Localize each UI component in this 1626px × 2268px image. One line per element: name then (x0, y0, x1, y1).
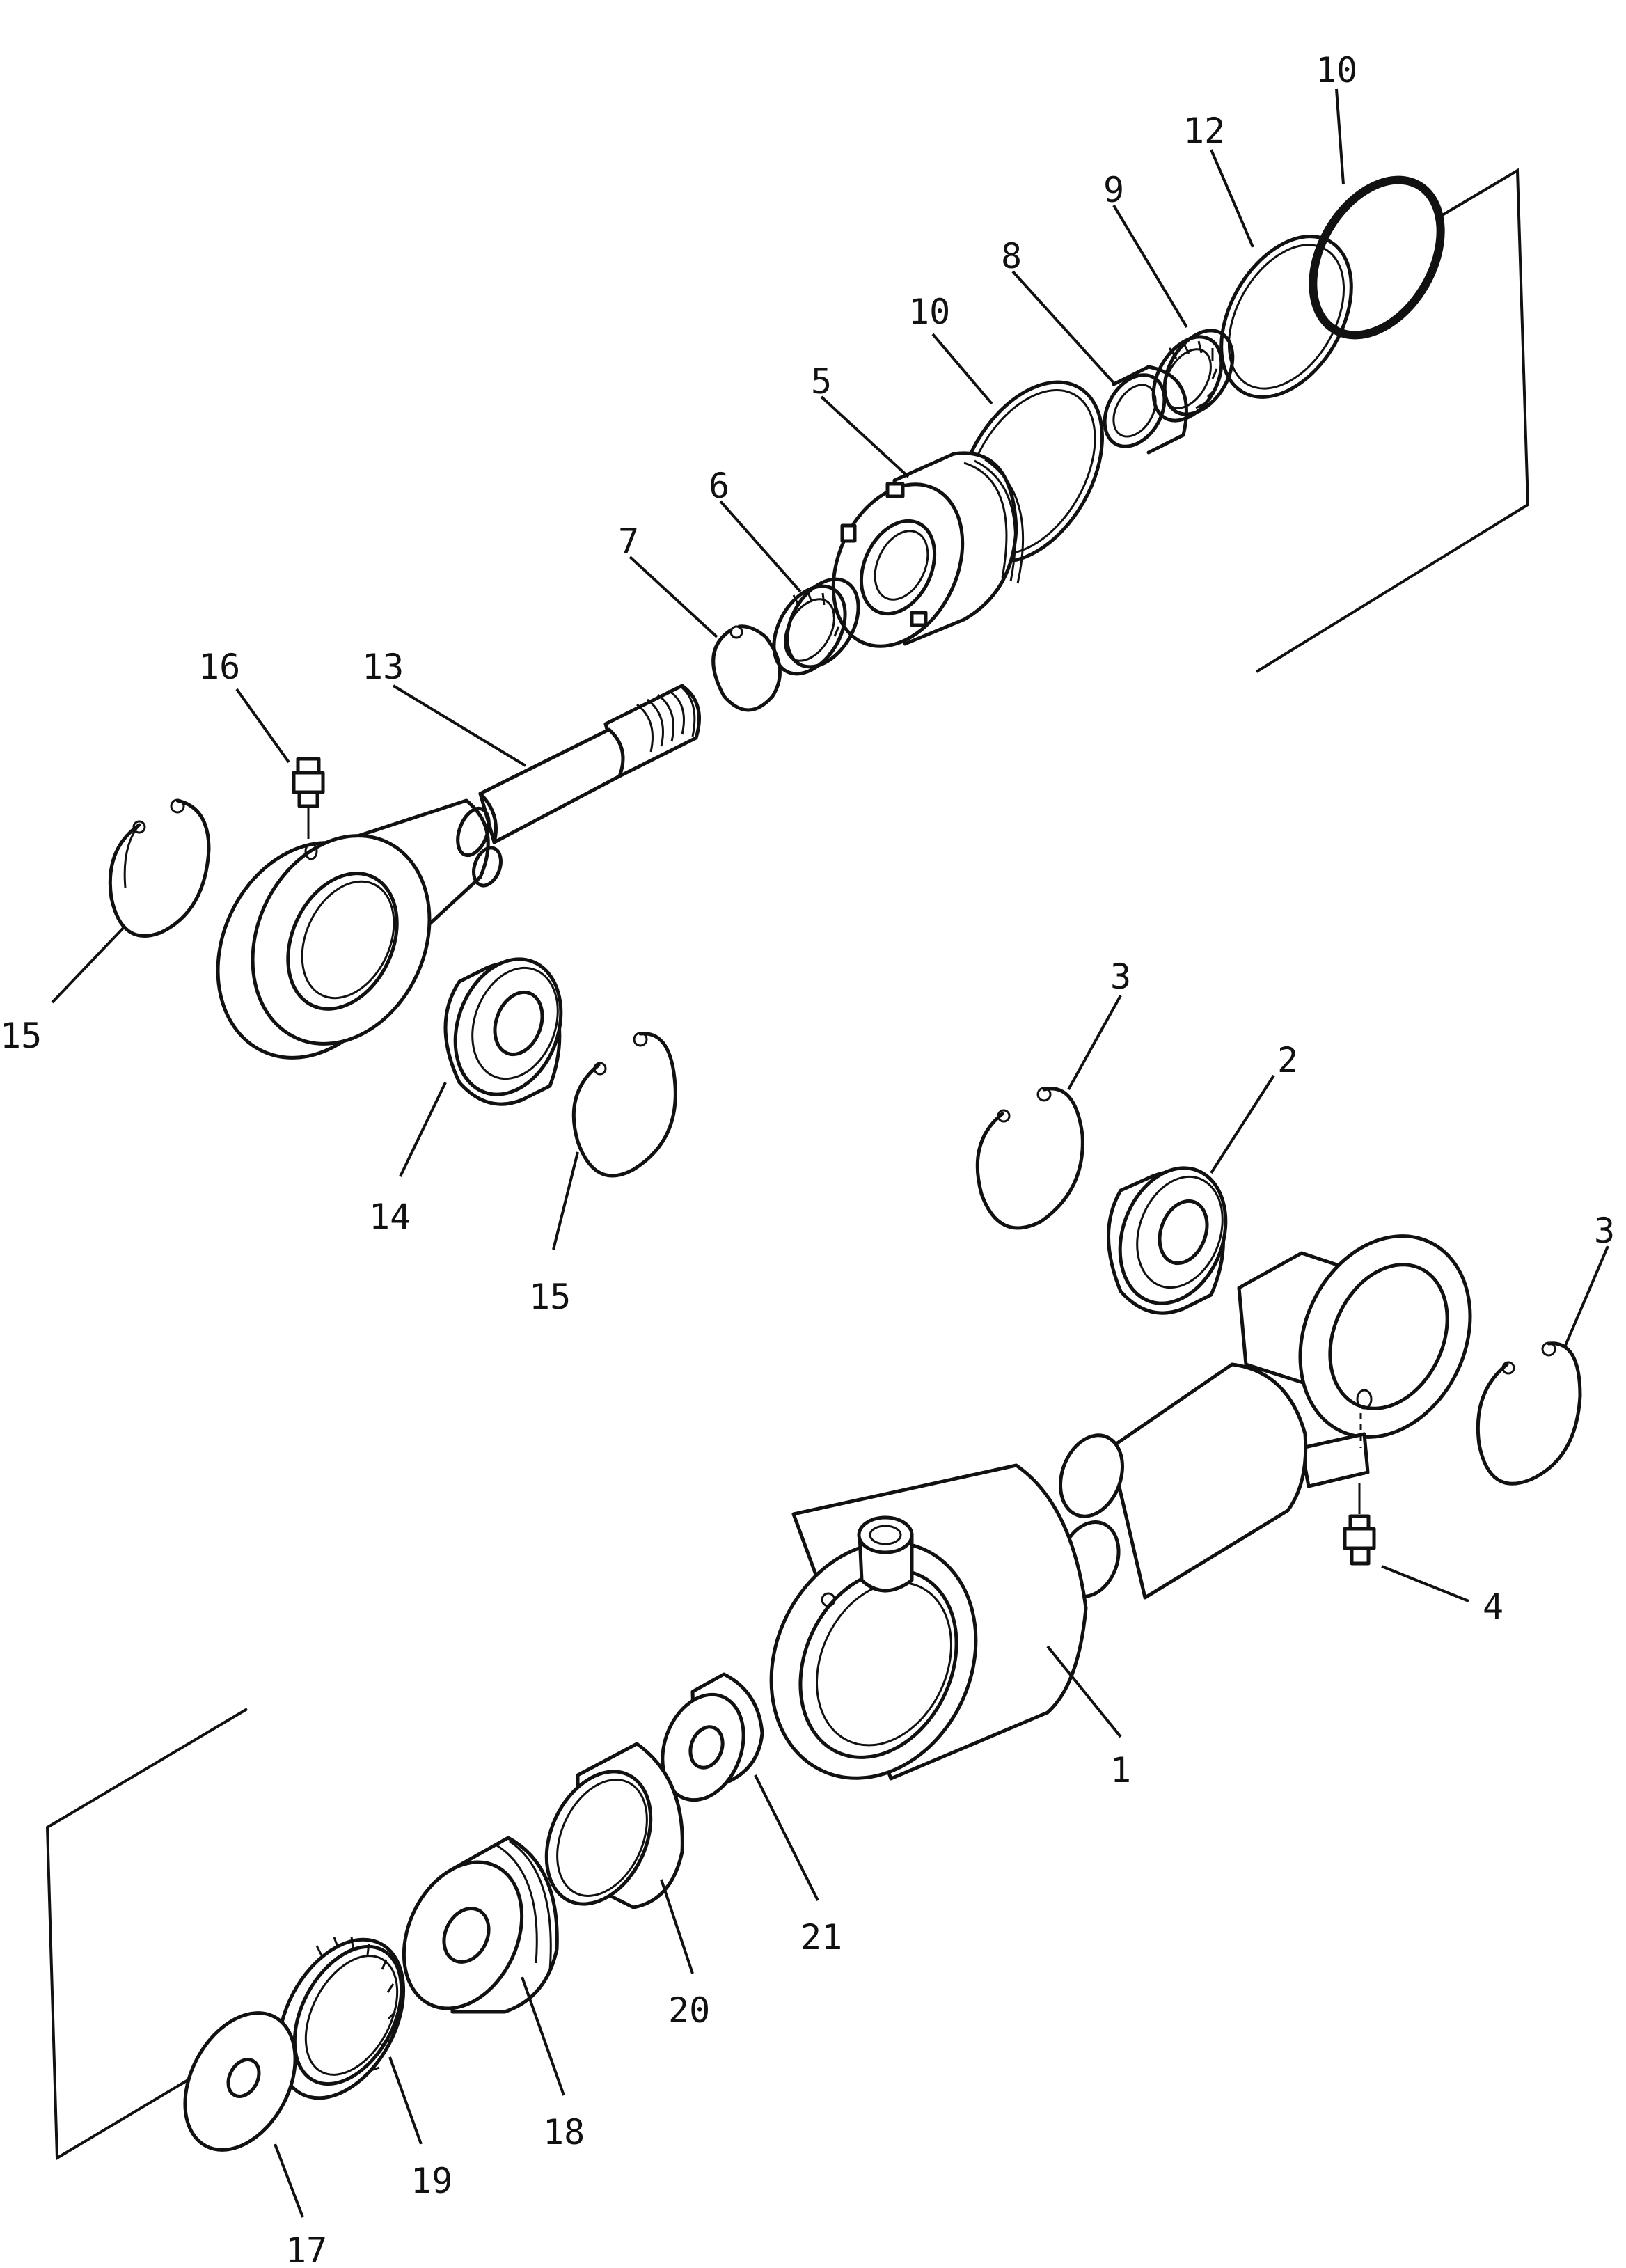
label-10: 10 (908, 292, 950, 332)
ring-12 (1220, 235, 1353, 399)
nut-21 (661, 1672, 764, 1802)
snap-ring-3a (975, 1087, 1084, 1230)
snap-ring-7 (711, 624, 782, 712)
o-ring-11 (1309, 175, 1445, 340)
piston-rod-13 (216, 684, 701, 1060)
label-5: 5 (811, 361, 832, 402)
upper-bracket-line (1255, 168, 1530, 673)
label-17: 17 (285, 2230, 327, 2268)
spherical-bushing-14 (443, 957, 563, 1106)
label-16: 16 (198, 647, 240, 687)
label-20: 20 (668, 1990, 710, 2031)
piston-packing-19 (276, 1936, 406, 2100)
label-18: 18 (543, 2112, 585, 2152)
label-19: 19 (411, 2161, 452, 2201)
leader-lines (51, 88, 1609, 2218)
label-21: 21 (800, 1917, 842, 1958)
snap-ring-3b (1476, 1341, 1582, 1486)
cylinder-tube-1 (769, 1234, 1472, 1781)
bushing-8 (1103, 365, 1188, 455)
spherical-bushing-2 (1107, 1166, 1228, 1315)
label-2: 2 (1277, 1040, 1298, 1080)
packing-6 (772, 577, 860, 676)
label-15b: 15 (529, 1277, 571, 1317)
snap-ring-15a (108, 798, 211, 938)
packing-9 (1151, 329, 1235, 423)
label-4: 4 (1483, 1586, 1503, 1627)
label-3b: 3 (1594, 1211, 1615, 1251)
label-7: 7 (618, 521, 639, 562)
label-14: 14 (369, 1197, 411, 1237)
cylinder-head-5 (831, 451, 1025, 648)
lower-bracket-line (45, 1708, 248, 2161)
washer-17 (183, 2011, 297, 2152)
label-12: 12 (1183, 111, 1225, 151)
label-1: 1 (1110, 1750, 1131, 1790)
label-6: 6 (709, 466, 729, 506)
label-11: 10 (1316, 50, 1357, 90)
grease-fitting-16 (292, 757, 325, 839)
label-3a: 3 (1110, 956, 1131, 997)
label-15a: 15 (0, 1016, 42, 1056)
label-13: 13 (362, 647, 404, 687)
snap-ring-15b (571, 1032, 677, 1178)
part-labels: 10 12 9 8 10 5 6 7 13 16 15 14 15 3 2 3 … (0, 50, 1615, 2268)
piston-18 (402, 1836, 559, 2014)
label-8: 8 (1001, 236, 1022, 276)
label-9: 9 (1103, 170, 1124, 210)
wear-ring-20 (544, 1742, 684, 1909)
grease-fitting-4 (1343, 1483, 1376, 1566)
